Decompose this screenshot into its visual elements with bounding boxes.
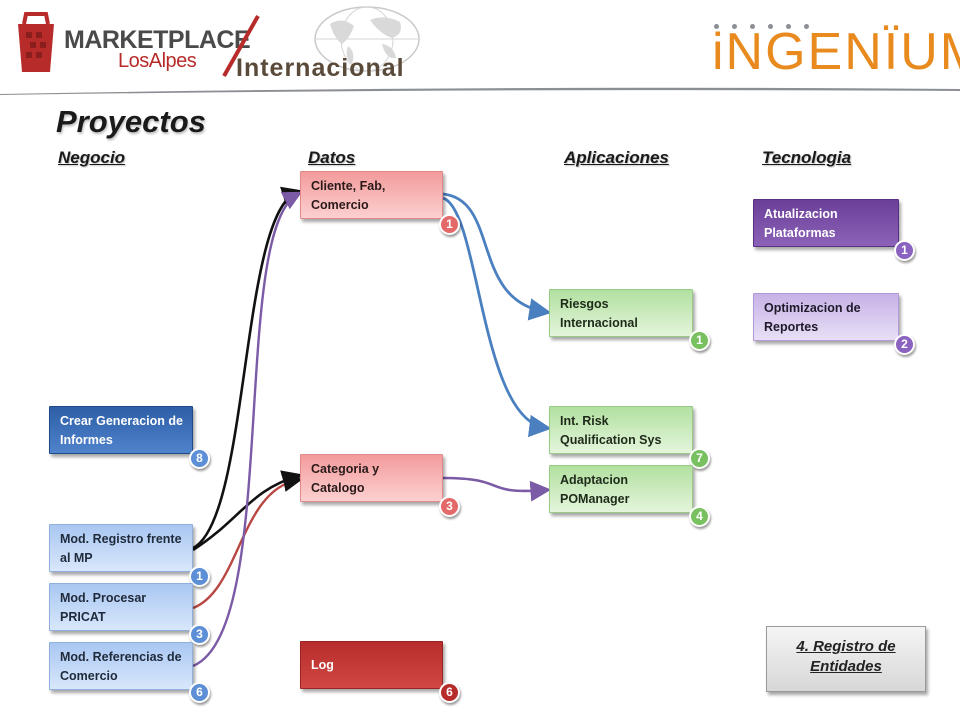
badge-mod-registro: 1 [189,566,210,587]
decorative-dots [714,16,822,34]
badge-categoria: 3 [439,496,460,517]
link-referencias-cliente [192,191,303,668]
world-map-icon [312,4,422,74]
slash-divider [206,10,266,80]
box-adaptacion[interactable]: Adaptacion POManager [549,465,693,513]
link-cliente-intrisk [442,196,552,438]
box-categoria[interactable]: Categoria y Catalogo [300,454,443,502]
badge-optimizacion: 2 [894,334,915,355]
badge-mod-referencias: 6 [189,682,210,703]
page-title: Proyectos [56,104,206,139]
registro-entidades-label: 4. Registro de Entidades [796,638,896,675]
box-cliente[interactable]: Cliente, Fab, Comercio [300,171,443,219]
marketplace-title: MARKETPLACE [64,26,251,54]
badge-cliente: 1 [439,214,460,235]
badge-riesgos: 1 [689,330,710,351]
box-atualizacion[interactable]: Atualizacion Plataformas [753,199,899,247]
box-mod-registro[interactable]: Mod. Registro frente al MP [49,524,193,572]
marketplace-subtitle: LosAlpes [118,50,197,72]
box-mod-referencias[interactable]: Mod. Referencias de Comercio [49,642,193,690]
link-registro-cliente [192,186,303,550]
column-negocio: Negocio [58,148,126,167]
box-riesgos[interactable]: Riesgos Internacional [549,289,693,337]
link-categoria-adaptacion [442,476,552,502]
badge-atualizacion: 1 [894,240,915,261]
badge-int-risk: 7 [689,448,710,469]
link-cliente-riesgos [442,192,552,321]
badge-crear-generacion: 8 [189,448,210,469]
link-procesar-categoria [192,473,303,610]
column-datos: Datos [308,148,356,167]
header-bar [0,82,960,95]
badge-log: 6 [439,682,460,703]
marketplace-logo-icon [14,10,58,74]
box-int-risk[interactable]: Int. Risk Qualification Sys [549,406,693,454]
box-optimizacion[interactable]: Optimizacion de Reportes [753,293,899,341]
internacional-label: Internacional [236,54,405,82]
box-mod-procesar[interactable]: Mod. Procesar PRICAT [49,583,193,631]
ingenium-logo: iNGENÏUM [712,23,960,81]
registro-entidades-box[interactable]: 4. Registro de Entidades [766,626,926,692]
box-log[interactable]: Log [300,641,443,689]
badge-mod-procesar: 3 [189,624,210,645]
badge-adaptacion: 4 [689,506,710,527]
box-crear-generacion[interactable]: Crear Generacion de Informes [49,406,193,454]
column-tecnologia: Tecnologia [762,148,852,167]
column-aplicaciones: Aplicaciones [564,148,669,167]
